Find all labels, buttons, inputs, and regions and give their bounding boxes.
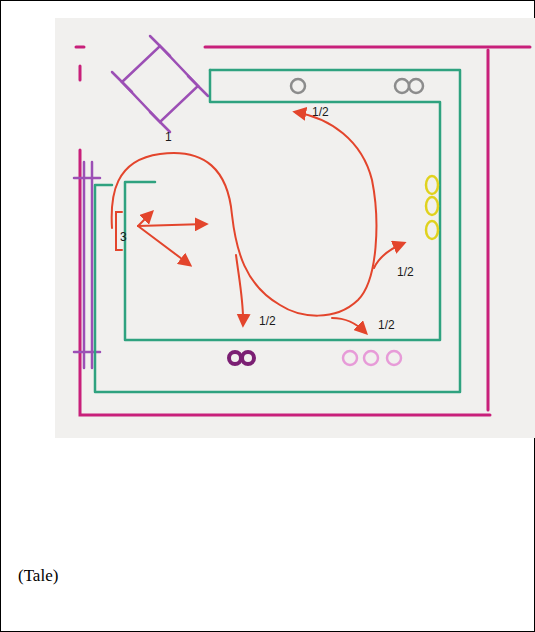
pink-item bbox=[364, 351, 378, 365]
walk-path bbox=[236, 255, 243, 325]
furniture bbox=[150, 36, 170, 56]
walk-path bbox=[332, 318, 366, 333]
wall bbox=[76, 46, 84, 49]
items bbox=[229, 79, 438, 365]
walk-path bbox=[138, 212, 152, 226]
purple-item bbox=[229, 352, 241, 364]
window bbox=[83, 162, 86, 368]
counter-inner bbox=[125, 70, 440, 340]
callout-number: 1/2 bbox=[397, 266, 414, 278]
wall bbox=[79, 66, 82, 80]
walk-paths bbox=[112, 112, 404, 333]
wall bbox=[487, 50, 490, 410]
callout-number: 1 bbox=[165, 131, 172, 143]
walk-path bbox=[112, 112, 377, 316]
walk-path bbox=[138, 224, 206, 226]
yellow-item bbox=[426, 221, 438, 239]
pink-item bbox=[343, 351, 357, 365]
walk-path bbox=[374, 243, 404, 268]
furniture bbox=[122, 46, 198, 122]
walk-path bbox=[138, 226, 190, 265]
yellow-item bbox=[426, 176, 438, 194]
wall bbox=[80, 150, 490, 415]
yellow-item bbox=[426, 197, 438, 215]
outer-walls bbox=[76, 47, 530, 415]
gray-item bbox=[409, 79, 423, 93]
green-counters bbox=[95, 70, 460, 392]
gray-item bbox=[395, 79, 409, 93]
furniture bbox=[112, 72, 132, 92]
furniture bbox=[150, 112, 170, 132]
wall bbox=[205, 46, 530, 49]
callout-number: 1/2 bbox=[259, 315, 276, 327]
photo-ground bbox=[55, 18, 535, 438]
purple-item bbox=[242, 352, 254, 364]
window bbox=[91, 162, 94, 368]
gray-item bbox=[291, 79, 305, 93]
caption: (Tale) bbox=[18, 566, 58, 586]
furniture bbox=[188, 76, 208, 96]
callout-number: 1/2 bbox=[312, 106, 329, 118]
callout-number: 3 bbox=[120, 231, 127, 243]
callout-number: 1/2 bbox=[378, 319, 395, 331]
window bbox=[74, 177, 100, 180]
counter-outer bbox=[95, 70, 460, 392]
pink-item bbox=[387, 351, 401, 365]
